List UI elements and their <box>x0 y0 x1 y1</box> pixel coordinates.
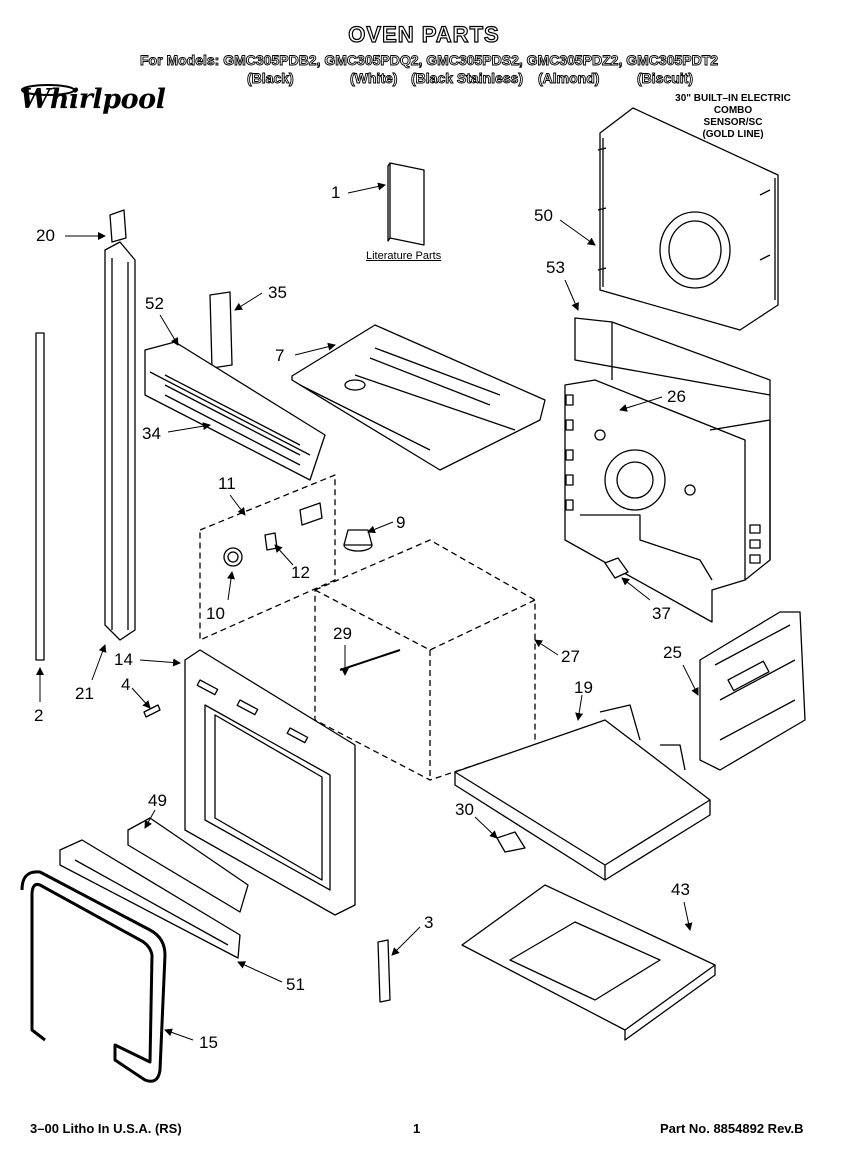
screw <box>143 704 161 718</box>
callout-26: 26 <box>667 387 686 406</box>
callout-19: 19 <box>574 678 593 697</box>
whirlpool-swoosh-icon <box>21 84 75 96</box>
side-panel-right <box>699 611 806 771</box>
callout-1: 1 <box>331 183 341 202</box>
color-almond: (Almond) <box>538 70 600 87</box>
color-biscuit: (Biscuit) <box>637 70 694 87</box>
callout-27: 27 <box>561 647 580 666</box>
callout-49: 49 <box>148 791 167 810</box>
page-title: OVEN PARTS <box>348 21 500 47</box>
door-latch <box>377 939 391 1003</box>
product-info: 30" BUILT–IN ELECTRIC COMBO SENSOR/SC (G… <box>658 93 808 141</box>
temperature-knob <box>343 529 373 552</box>
callout-43: 43 <box>671 880 690 899</box>
product-info-line: COMBO <box>713 105 753 116</box>
callout-35: 35 <box>268 283 287 302</box>
vent-duct <box>209 291 233 369</box>
literature-booklet <box>387 162 425 246</box>
color-white: (White) <box>350 70 398 87</box>
brand-logo: Whirlpool <box>20 84 166 115</box>
bottom-pan <box>461 884 716 1041</box>
sensor-bracket <box>604 557 629 579</box>
callout-9: 9 <box>396 513 406 532</box>
rack-support <box>339 649 401 671</box>
back-panel <box>597 107 779 331</box>
callout-4: 4 <box>121 675 131 694</box>
callout-29: 29 <box>333 624 352 643</box>
callout-21: 21 <box>75 684 94 703</box>
callout-25: 25 <box>663 643 682 662</box>
color-black-stainless: (Black Stainless) <box>411 70 524 87</box>
callout-53: 53 <box>546 258 565 277</box>
callout-leaders <box>36 182 699 1041</box>
callout-11: 11 <box>218 474 236 493</box>
door-gasket <box>20 870 167 1083</box>
side-rod <box>35 332 45 661</box>
models-line: For Models: GMC305PDB2, GMC305PDQ2, GMC3… <box>140 52 719 69</box>
callout-12: 12 <box>291 563 310 582</box>
callout-37: 37 <box>652 604 671 623</box>
footer-page-number: 1 <box>413 1121 421 1136</box>
callout-52: 52 <box>145 294 164 313</box>
callout-15: 15 <box>199 1033 218 1052</box>
product-info-line: 30" BUILT–IN ELECTRIC <box>675 93 791 104</box>
callout-2: 2 <box>34 706 44 725</box>
literature-parts-label: Literature Parts <box>366 250 442 262</box>
footer-part-number: Part No. 8854892 Rev.B <box>660 1121 804 1136</box>
callout-51: 51 <box>286 975 305 994</box>
door-trim-51 <box>59 839 241 959</box>
top-panel <box>291 324 546 471</box>
callout-20: 20 <box>36 226 55 245</box>
product-info-line: SENSOR/SC <box>703 117 763 128</box>
front-frame <box>184 649 356 916</box>
callout-50: 50 <box>534 206 553 225</box>
light-assembly-group <box>199 474 336 641</box>
color-black: (Black) <box>247 70 295 87</box>
product-info-line: (GOLD LINE) <box>702 129 764 140</box>
footer-litho: 3–00 Litho In U.S.A. (RS) <box>30 1121 182 1136</box>
rear-wall-fan-assembly <box>564 317 771 623</box>
side-trim-strip <box>104 209 136 641</box>
callout-7: 7 <box>275 346 285 365</box>
callout-14: 14 <box>114 650 133 669</box>
mount-bracket <box>496 831 526 853</box>
callout-30: 30 <box>455 800 474 819</box>
heat-shield <box>454 704 711 881</box>
callout-10: 10 <box>206 604 225 623</box>
callout-3: 3 <box>424 913 434 932</box>
callout-34: 34 <box>142 424 161 443</box>
control-panel <box>144 341 326 481</box>
